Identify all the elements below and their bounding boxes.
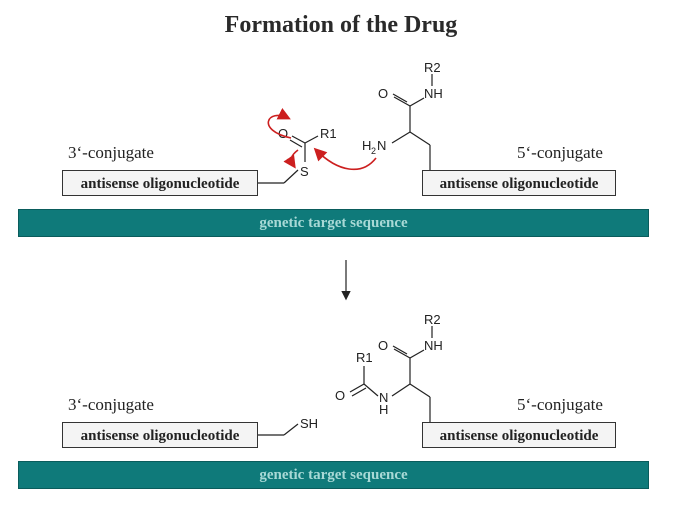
bottom-thiol-sh: SH bbox=[300, 416, 318, 431]
top-amide-co-bond bbox=[392, 93, 408, 103]
nucleophilic-attack-arrow-icon bbox=[313, 147, 377, 171]
top-amide-oxygen-atom: O bbox=[378, 86, 388, 101]
bottom-amide-cn-bond bbox=[409, 349, 425, 359]
top-r2-group: R2 bbox=[424, 60, 441, 75]
bottom-target-sequence-bar: genetic target sequence bbox=[18, 461, 649, 489]
top-amine-h: H bbox=[362, 138, 371, 153]
bottom-r1-group: R1 bbox=[356, 350, 373, 365]
bottom-amide-h: H bbox=[379, 402, 388, 417]
bottom-amide-n: N bbox=[379, 390, 388, 405]
top-target-sequence-bar: genetic target sequence bbox=[18, 209, 649, 237]
top-co-double-bond bbox=[291, 135, 306, 144]
bottom-acyl-co-bond bbox=[351, 387, 367, 397]
bottom-nh-bond bbox=[391, 383, 411, 397]
bottom-n-c-bond bbox=[363, 383, 379, 397]
top-amide-nh: NH bbox=[424, 86, 443, 101]
leaving-group-arrow-icon bbox=[283, 149, 299, 169]
bottom-amide-co-bond bbox=[392, 345, 408, 355]
top-amine-subscript: 2 bbox=[371, 146, 376, 156]
bottom-linker-bond bbox=[283, 423, 299, 436]
top-amide-co-bond bbox=[393, 96, 411, 107]
page-title: Formation of the Drug bbox=[224, 12, 458, 38]
top-thio-oxygen-atom: O bbox=[278, 126, 288, 141]
top-left-oligo-box: antisense oligonucleotide bbox=[62, 170, 258, 196]
top-left-conjugate-label: 3‘-conjugate bbox=[68, 143, 154, 162]
carbonyl-loop-arrow-icon bbox=[267, 107, 292, 139]
bottom-amide-structure bbox=[258, 326, 433, 436]
bottom-left-oligo-box: antisense oligonucleotide bbox=[62, 422, 258, 448]
bottom-amide-oxygen-atom: O bbox=[378, 338, 388, 353]
bottom-left-conjugate-label: 3‘-conjugate bbox=[68, 395, 154, 414]
bottom-right-oligo-box: antisense oligonucleotide bbox=[422, 422, 616, 448]
top-linker-bond bbox=[283, 169, 299, 184]
top-right-oligo-box: antisense oligonucleotide bbox=[422, 170, 616, 196]
bottom-right-conjugate-label: 5‘-conjugate bbox=[517, 395, 603, 414]
top-side-chain-bond bbox=[409, 131, 431, 146]
top-amine-n: N bbox=[377, 138, 386, 153]
top-co-double-bond bbox=[289, 139, 303, 148]
bottom-r2-group: R2 bbox=[424, 312, 441, 327]
bottom-amide-co-bond bbox=[393, 348, 411, 359]
bottom-side-chain-bond bbox=[409, 383, 431, 398]
top-amine-bond bbox=[391, 131, 411, 144]
bottom-acyl-co-bond bbox=[349, 383, 365, 393]
bottom-amide-nh: NH bbox=[424, 338, 443, 353]
top-r1-group: R1 bbox=[320, 126, 337, 141]
top-c-r1-bond bbox=[304, 135, 319, 144]
top-sulfur-atom: S bbox=[300, 164, 309, 179]
top-right-conjugate-label: 5‘-conjugate bbox=[517, 143, 603, 162]
top-thioester-structure bbox=[258, 74, 433, 184]
top-amide-cn-bond bbox=[409, 97, 425, 107]
bottom-acyl-oxygen-atom: O bbox=[335, 388, 345, 403]
